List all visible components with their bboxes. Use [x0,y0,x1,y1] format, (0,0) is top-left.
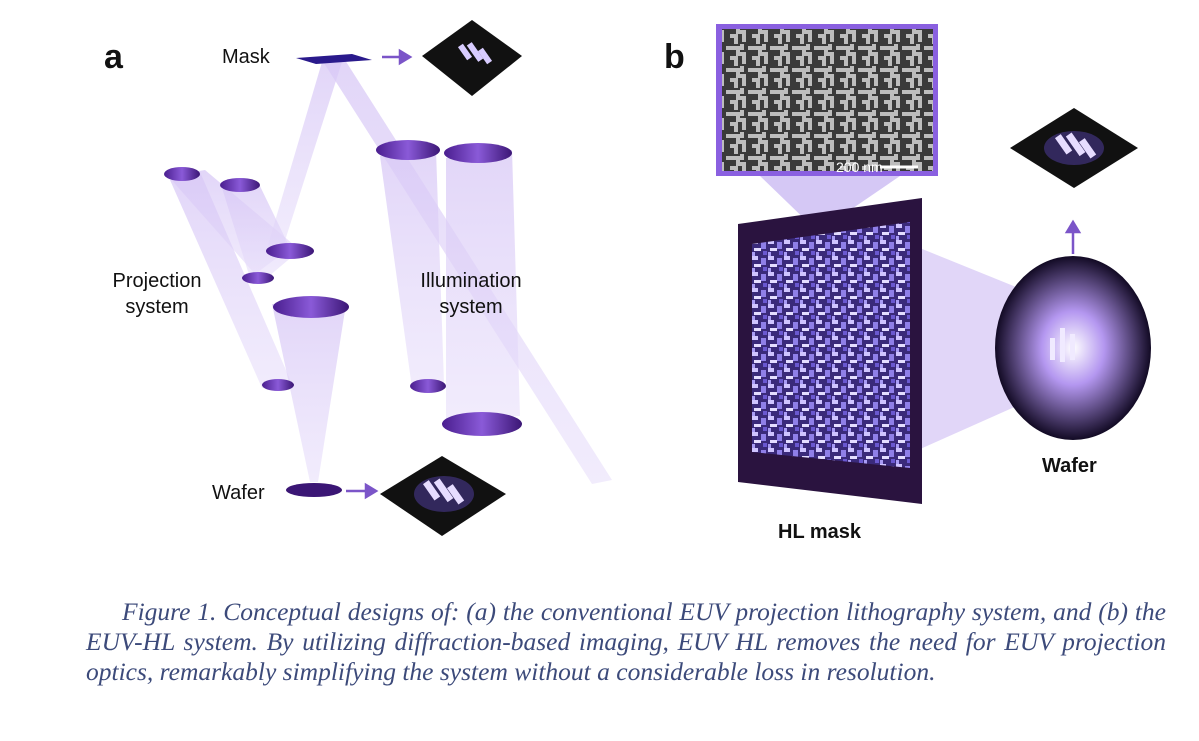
mask-plate [296,54,372,64]
mirror [220,178,260,192]
mirror [442,412,522,436]
illumination-label-line2: system [439,296,503,318]
sem-image [722,29,933,171]
mirror [410,379,446,393]
mirror [164,167,200,181]
hl-mask-pattern [752,222,910,468]
inset-callout [760,176,900,232]
panel-a-diagram [164,20,612,536]
mask-pattern-tile [422,20,522,96]
figure-1: 200 nm a b Mask Projection system Illumi… [96,20,1151,543]
illumination-mirrors [376,140,522,436]
focus-pattern [1050,328,1075,362]
beam-to-wafer [272,304,346,482]
wafer-label-b: Wafer [1042,455,1097,477]
beam-mask-to-projection [268,62,342,250]
mirror [262,379,294,391]
beam-projection-3 [170,172,292,388]
projection-label-line2: system [125,296,189,318]
illumination-system-label: Illumination system [404,268,538,320]
mirror [242,272,274,284]
illumination-label-line1: Illumination [420,270,522,292]
wafer-label-a: Wafer [212,482,265,504]
mirror [266,243,314,259]
panel-b-diagram: 200 nm [716,24,1151,504]
panel-label-b: b [664,38,685,76]
mirror [273,296,349,318]
projection-system-label: Projection system [96,268,218,320]
panel-label-a: a [104,38,123,76]
mirror [376,140,440,160]
beam-illumination-1 [380,150,444,388]
beam-illumination-2 [446,150,520,420]
arrows [346,48,413,500]
wafer-disc [286,483,342,497]
mirror [444,143,512,163]
figure-caption: Figure 1. Conceptual designs of: (a) the… [86,597,1166,687]
mask-label: Mask [222,46,270,68]
projection-label-line1: Projection [112,270,202,292]
arrow-up [1064,219,1082,254]
hl-mask-label: HL mask [778,521,862,543]
wafer-pattern-tile-b [1010,108,1138,188]
scale-bar-label: 200 nm [836,159,883,175]
figure-illustration: 200 nm [164,20,1151,536]
projection-mirrors [164,167,349,391]
wafer-pattern-tile [380,456,506,536]
caption-text: Figure 1. Conceptual designs of: (a) the… [86,597,1166,686]
